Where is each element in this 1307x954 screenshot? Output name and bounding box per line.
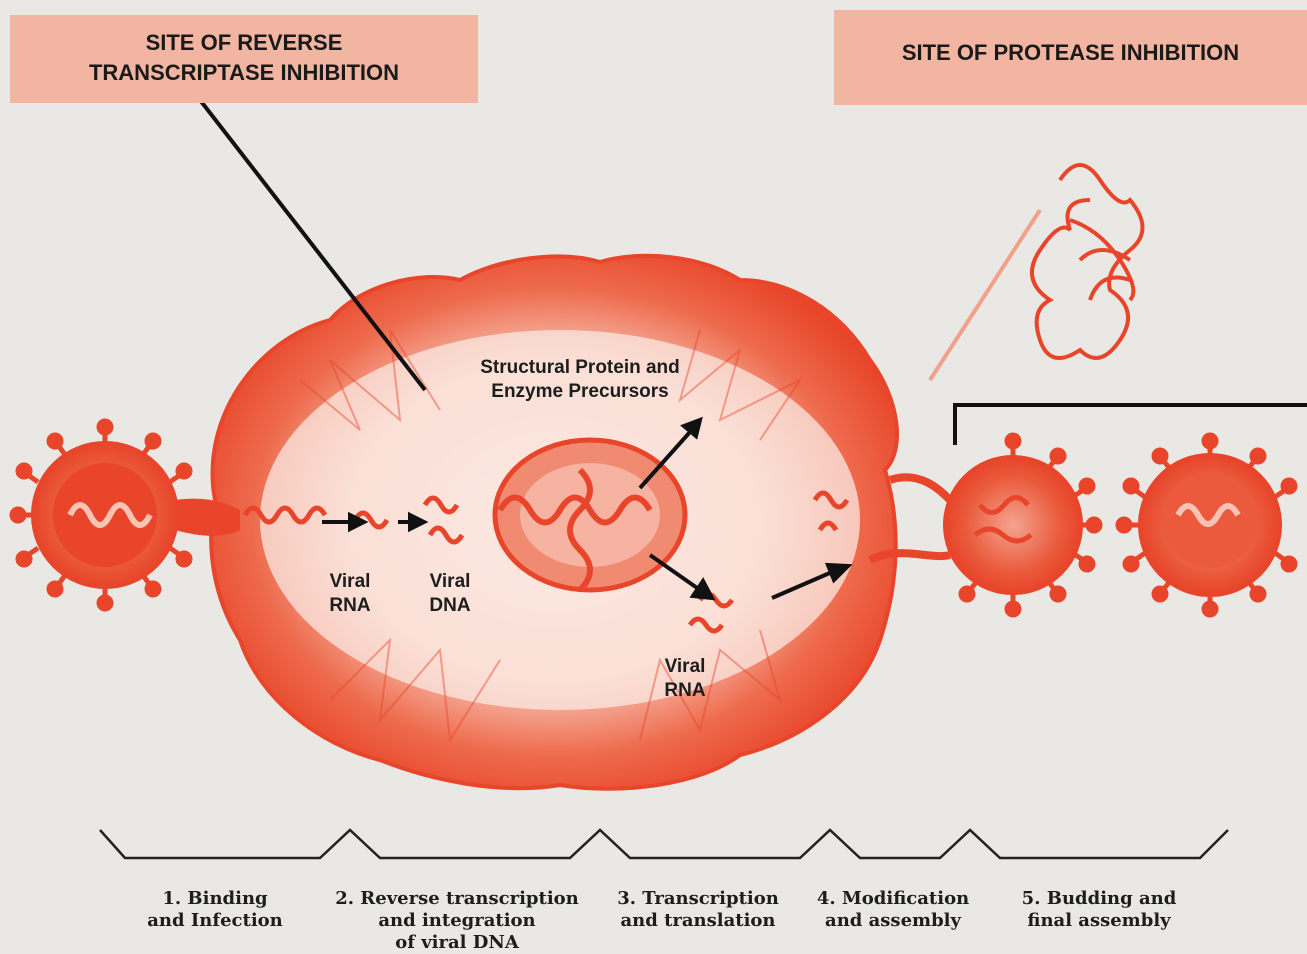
virus-mature <box>1118 435 1295 615</box>
virus-budding <box>870 435 1100 615</box>
rt-banner-line-2: TRANSCRIPTASE INHIBITION <box>89 60 399 85</box>
structural-label-line-1: Structural Protein and <box>480 357 680 378</box>
step-3-line-2: and translation <box>600 910 796 932</box>
steps-timeline <box>100 830 1228 858</box>
viral-rna-label-1: Viral RNA <box>310 570 390 618</box>
step-5-label: 5. Budding and final assembly <box>1000 888 1198 932</box>
viral-rna-2-line-1: Viral <box>665 656 706 677</box>
step-2-line-1: 2. Reverse transcription <box>318 888 596 910</box>
step-2-line-3: of viral DNA <box>318 932 596 954</box>
protease-pointer <box>930 210 1040 380</box>
viral-dna-line-2: DNA <box>429 595 470 616</box>
structural-protein-label: Structural Protein and Enzyme Precursors <box>440 356 720 404</box>
step-5-line-2: final assembly <box>1000 910 1198 932</box>
step-1-line-1: 1. Binding <box>130 888 300 910</box>
step-2-line-2: and integration <box>318 910 596 932</box>
virus-binding <box>12 421 190 609</box>
step-1-label: 1. Binding and Infection <box>130 888 300 932</box>
viral-rna-label-2: Viral RNA <box>645 655 725 703</box>
viral-rna-1-line-2: RNA <box>329 595 370 616</box>
step-2-label: 2. Reverse transcription and integration… <box>318 888 596 954</box>
protease-banner: SITE OF PROTEASE INHIBITION <box>834 10 1307 105</box>
reverse-transcriptase-banner: SITE OF REVERSE TRANSCRIPTASE INHIBITION <box>10 15 478 103</box>
step-1-line-2: and Infection <box>130 910 300 932</box>
protease-banner-text: SITE OF PROTEASE INHIBITION <box>902 40 1239 65</box>
step-4-label: 4. Modification and assembly <box>800 888 986 932</box>
step-4-line-1: 4. Modification <box>800 888 986 910</box>
step-3-line-1: 3. Transcription <box>600 888 796 910</box>
viral-rna-1-line-1: Viral <box>330 571 371 592</box>
viral-rna-2-line-2: RNA <box>664 680 705 701</box>
viral-dna-label: Viral DNA <box>410 570 490 618</box>
step-4-line-2: and assembly <box>800 910 986 932</box>
rt-banner-line-1: SITE OF REVERSE <box>146 30 343 55</box>
step-3-label: 3. Transcription and translation <box>600 888 796 932</box>
viral-dna-line-1: Viral <box>430 571 471 592</box>
step-5-line-1: 5. Budding and <box>1000 888 1198 910</box>
structural-label-line-2: Enzyme Precursors <box>491 381 668 402</box>
protease-structure <box>1032 165 1143 358</box>
